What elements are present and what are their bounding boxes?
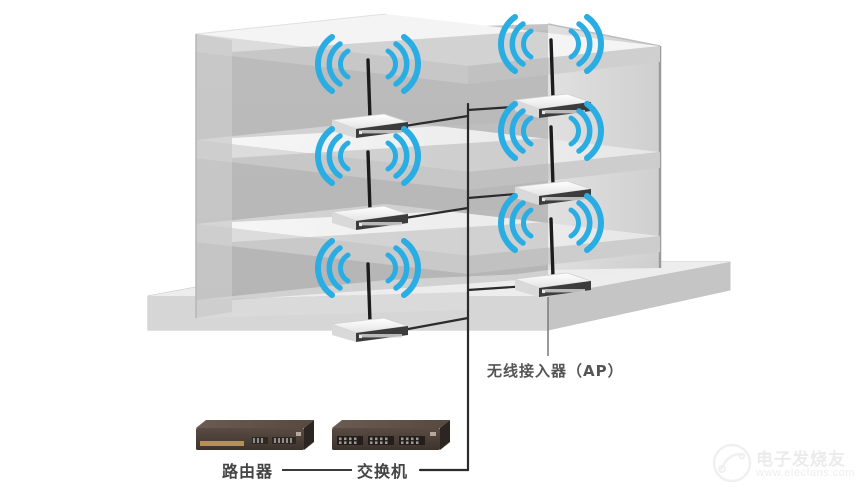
left-end-wall [196,34,232,318]
ap-device-body [514,272,592,297]
building-shell [147,13,731,331]
antenna [366,150,372,212]
watermark-brand: 电子发烧友 [756,450,846,470]
elecfans-logo-icon [712,443,752,483]
router-caption: 路由器 [222,462,274,481]
ap-caption: 无线接入器（AP） [487,362,624,380]
watermark-url: www.elecfans.com [756,467,856,479]
ap-device-body [331,205,409,230]
switch-caption: 交换机 [357,462,409,481]
ap-device-body [331,317,409,342]
router-device[interactable] [196,420,314,450]
antenna [366,262,372,324]
ap-floor2-left[interactable] [318,129,418,230]
ap-floor1-left[interactable] [318,241,418,342]
watermark: 电子发烧友 www.elecfans.com [712,443,856,491]
ap-floor1-right[interactable] [501,196,601,297]
antenna [366,58,372,120]
ap-floor3-right[interactable] [501,17,601,118]
ap-device-body [331,113,409,138]
switch-device[interactable] [332,420,450,450]
ap-device-body [514,180,592,205]
antenna [549,38,555,100]
ap-floor2-right[interactable] [501,104,601,205]
ap-device-body [514,93,592,118]
antenna [549,217,555,279]
ap-floor3-left[interactable] [318,37,418,138]
antenna [549,125,555,187]
